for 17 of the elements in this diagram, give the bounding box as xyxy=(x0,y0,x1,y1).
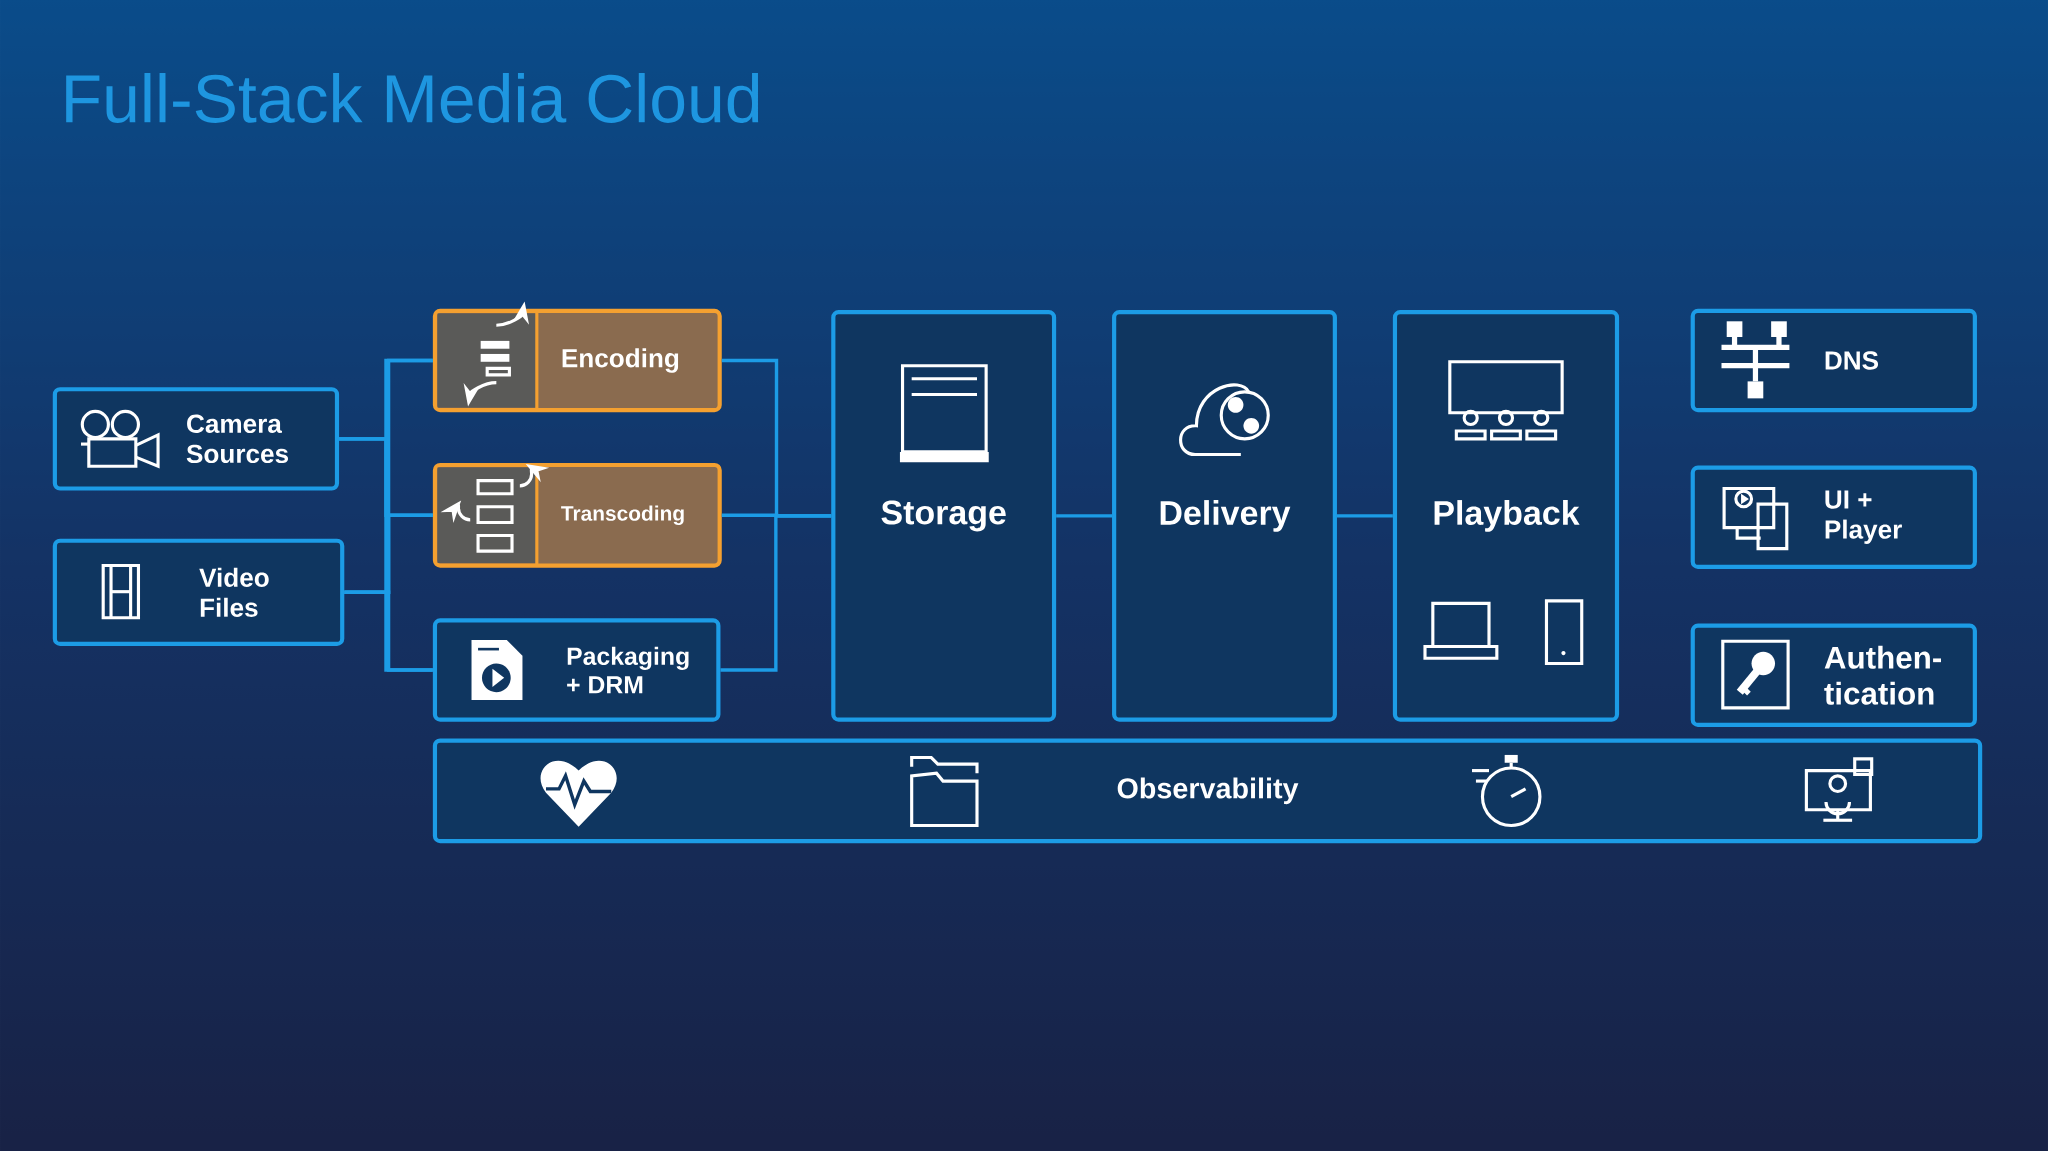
connector-line xyxy=(720,514,832,672)
stage-box: Delivery xyxy=(1112,310,1337,722)
connector-line xyxy=(1336,514,1393,518)
process-box: Authen-tication xyxy=(1690,623,1977,727)
process-box: UI + Player xyxy=(1690,465,1977,569)
stage-box: Storage xyxy=(831,310,1057,722)
connector-line xyxy=(1056,514,1113,518)
title: Full-Stack Media Cloud xyxy=(66,73,759,123)
stage-box: Playback xyxy=(1392,310,1620,722)
process-box: Video Files xyxy=(52,538,345,646)
process-box: Packaging + DRM xyxy=(432,618,721,722)
connector-line xyxy=(344,590,433,672)
process-box: DNS xyxy=(1690,308,1977,413)
process-box: Camera Sources xyxy=(52,387,340,491)
process-box: Encoding xyxy=(432,308,722,413)
observability-bar: Observability xyxy=(432,738,1983,844)
process-box: Transcoding xyxy=(432,462,722,568)
